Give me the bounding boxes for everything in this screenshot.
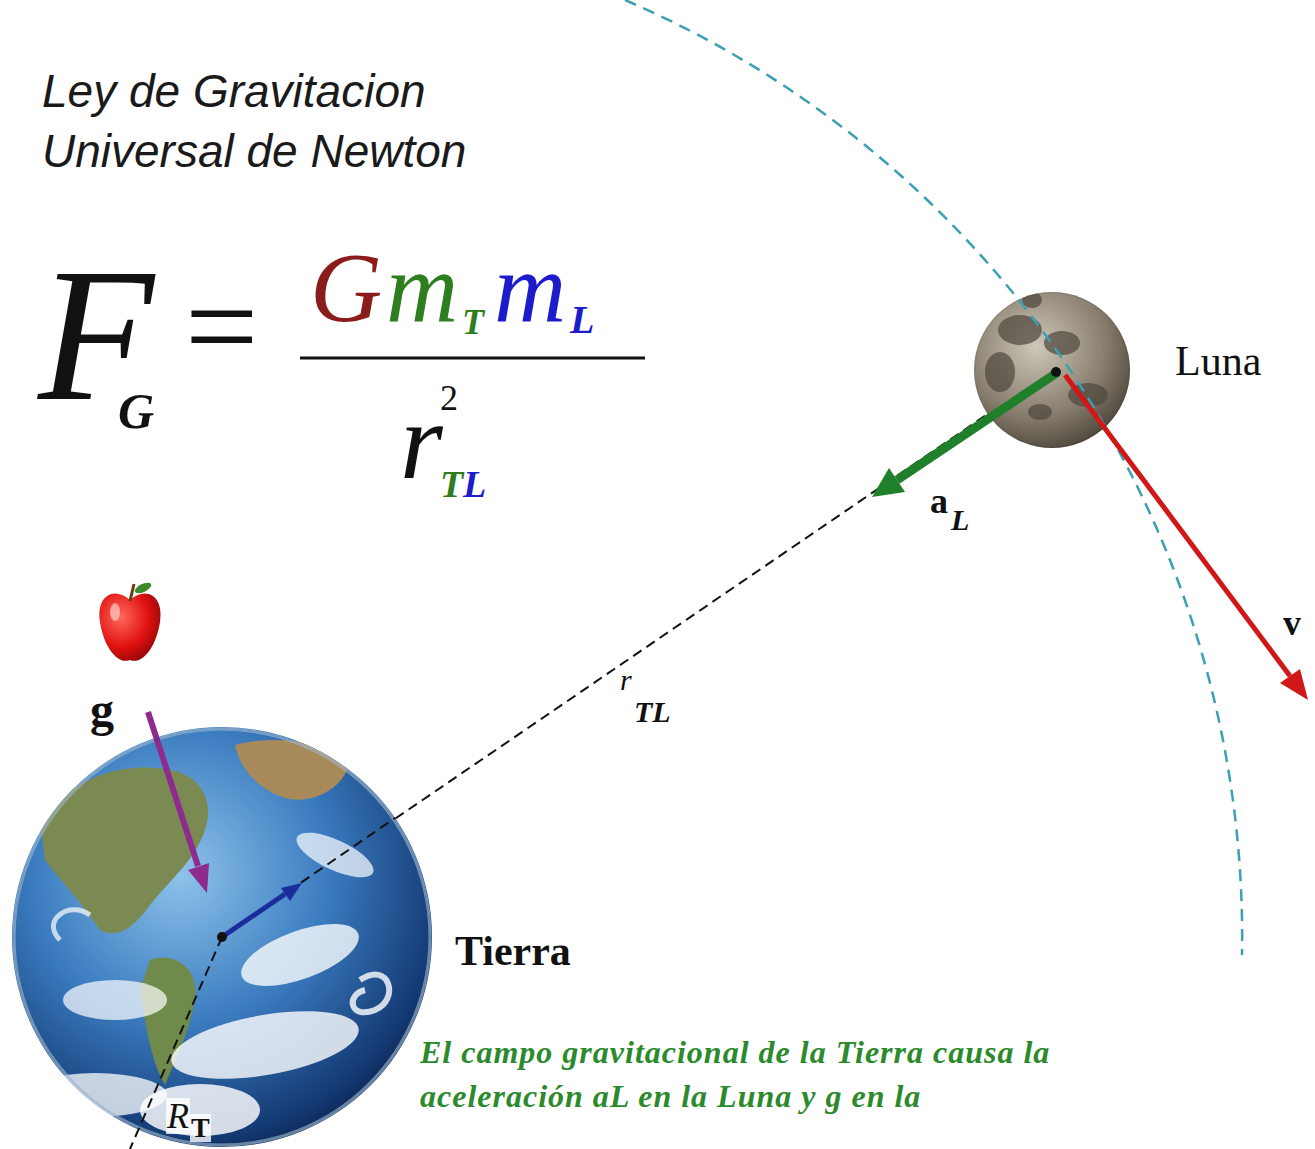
fraction-bar [300,357,645,360]
cloud [63,980,167,1020]
moon-mare [998,315,1042,345]
earth-center [217,932,227,942]
cloud [166,999,364,1091]
moon-node: Luna [974,292,1130,448]
formula-exponent: 2 [440,380,458,416]
radius-subscript: T [190,1114,211,1142]
orbit-path [625,0,1242,955]
formula-symbol: m [386,238,458,338]
cloud [23,1073,167,1117]
distance-subscript: TL [634,697,671,727]
velocity-arrowhead [1280,669,1308,700]
circle-outline [14,729,430,1145]
continent [40,767,208,933]
formula-subscript: L [570,300,594,340]
formula-symbol: r [400,386,443,496]
moon-mare [1044,331,1080,355]
diagram-title: Ley de Gravitacion Universal de Newton [42,61,542,181]
distance-line [222,818,395,937]
atmosphere-rim [14,729,430,1145]
cloud-swirl [53,910,90,940]
formula-symbol: G [310,238,382,338]
velocity-arrow [1065,375,1290,676]
distance-connector [395,414,987,819]
moon-center [1051,367,1061,377]
continent [140,957,196,1085]
earth-arrow [222,894,285,937]
circle-outline [12,727,432,1147]
vector-label: g [90,686,114,734]
earth-node: Tierra [12,727,432,1147]
formula-operator: = [185,261,258,391]
distance-label: r [620,665,632,695]
gravity-arrowhead [188,863,209,893]
apple-leaf [133,581,153,596]
formula-symbol: m [494,238,566,338]
apple-stem [130,584,134,601]
moon-mare [1022,292,1042,308]
earth-picture [12,727,432,1147]
caption-note: El campo gravitacional de la Tierra caus… [420,1030,1190,1118]
circle-outline [975,293,1129,447]
planet-label: Tierra [455,930,571,972]
formula-subscript: G [118,386,154,436]
continent [235,740,350,800]
vector-label: a [930,483,948,519]
acceleration-arrowhead [872,468,905,497]
earth-globe [12,727,432,1147]
moon-mare [1028,404,1052,420]
moon-mare [1068,383,1108,407]
cloud-swirl [353,974,390,1012]
moon-disc [974,292,1130,448]
acceleration-arrow [897,372,1058,480]
radius-label: R [166,1098,190,1134]
moon-mare [985,352,1015,392]
circle-outline [974,292,1130,448]
moon-picture [974,292,1130,448]
cloud [291,824,380,887]
apple-body [99,594,160,661]
formula-subscript: T [440,465,463,503]
formula-subscript: L [463,465,486,503]
radius-line [130,937,222,1149]
earth-arrowhead [281,883,302,901]
apple-highlight [110,603,120,621]
cloud [234,911,367,999]
moon-label: Luna [1175,340,1261,382]
vector-label: v [1283,605,1301,641]
apple [99,581,160,661]
vector-subscript: L [951,505,969,535]
formula-subscript: T [462,304,484,340]
